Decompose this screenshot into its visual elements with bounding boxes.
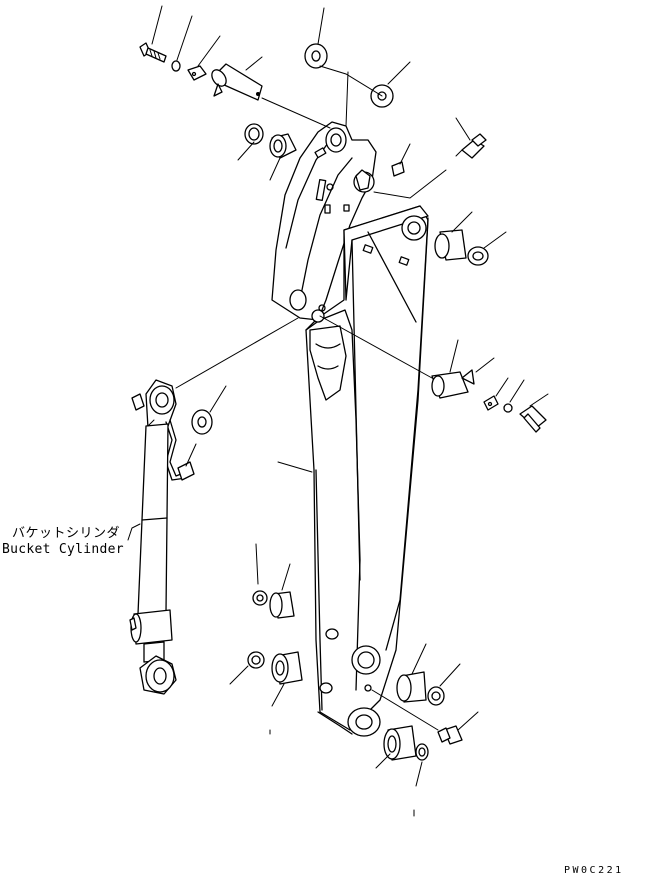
top-pin-group <box>139 5 331 181</box>
top-washer-group <box>304 7 411 127</box>
bucket-cylinder-label-jp: バケットシリンダ <box>12 526 121 541</box>
grease-fitting-top <box>373 117 487 199</box>
bucket-cylinder <box>129 317 299 695</box>
bucket-cylinder-leader-line <box>127 523 141 541</box>
bucket-cylinder-label-en: Bucket Cylinder <box>2 542 124 557</box>
drawing-code: PW0C221 <box>564 865 624 876</box>
arm-body <box>271 121 429 737</box>
left-lower-bushing-group <box>229 543 303 707</box>
right-upper-bushing <box>434 211 507 266</box>
arm-leader-line <box>277 461 313 473</box>
right-pin-group <box>319 315 549 433</box>
right-lower-bushing-group <box>371 643 479 817</box>
